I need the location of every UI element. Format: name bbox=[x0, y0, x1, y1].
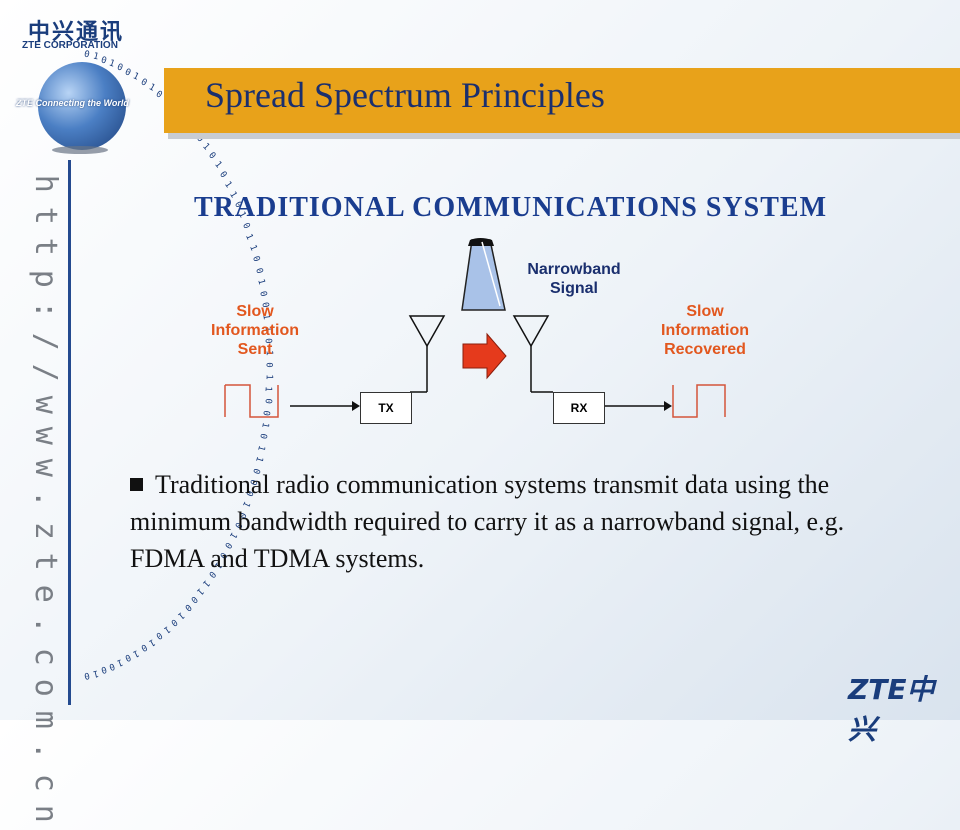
title-bar bbox=[164, 68, 960, 133]
globe-tagline: ZTE Connecting the World bbox=[16, 98, 129, 108]
arrow-head-icon bbox=[664, 401, 672, 411]
rx-box: RX bbox=[553, 392, 605, 424]
signal-label-line: Narrowband bbox=[527, 261, 621, 278]
recovered-label-line: Information bbox=[661, 322, 749, 339]
recovered-label: Slow Information Recovered bbox=[640, 302, 770, 359]
vertical-url-char: n bbox=[27, 804, 63, 823]
logo-english: ZTE CORPORATION bbox=[22, 40, 118, 51]
signal-label-line: Signal bbox=[549, 280, 598, 297]
diagram-graphics bbox=[224, 238, 726, 418]
tx-antenna-icon bbox=[408, 315, 446, 393]
sent-label-line: Slow bbox=[236, 303, 274, 320]
sent-label: Slow Information Sent bbox=[190, 302, 320, 359]
section-heading: TRADITIONAL COMMUNICATIONS SYSTEM bbox=[194, 192, 828, 223]
globe-icon bbox=[38, 62, 126, 150]
page-title: Spread Spectrum Principles bbox=[205, 75, 605, 115]
globe-shadow bbox=[52, 146, 108, 154]
bullet-square-icon bbox=[130, 478, 143, 491]
vertical-url-char: . bbox=[27, 741, 63, 760]
bullet-paragraph: Traditional radio communication systems … bbox=[130, 466, 870, 577]
recovered-waveform bbox=[672, 384, 726, 418]
rx-antenna-icon bbox=[512, 315, 553, 393]
footer-brand-logo: ZTE中兴 bbox=[848, 673, 935, 746]
sent-waveform bbox=[224, 384, 279, 418]
logo-chinese: 中兴通讯 bbox=[28, 20, 125, 45]
signal-label: Narrowband Signal bbox=[504, 260, 644, 298]
sent-label-line: Sent bbox=[237, 341, 273, 358]
sent-label-line: Information bbox=[211, 322, 299, 339]
transmission-arrow-icon bbox=[462, 332, 507, 380]
recovered-label-line: Recovered bbox=[664, 341, 746, 358]
vertical-divider-line bbox=[68, 160, 71, 705]
bullet-text: Traditional radio communication systems … bbox=[130, 470, 845, 573]
recovered-label-line: Slow bbox=[686, 303, 724, 320]
vertical-url-char: c bbox=[27, 773, 63, 792]
narrowband-signal-icon bbox=[461, 238, 506, 311]
tx-box: TX bbox=[360, 392, 412, 424]
arrow-head-icon bbox=[352, 401, 360, 411]
